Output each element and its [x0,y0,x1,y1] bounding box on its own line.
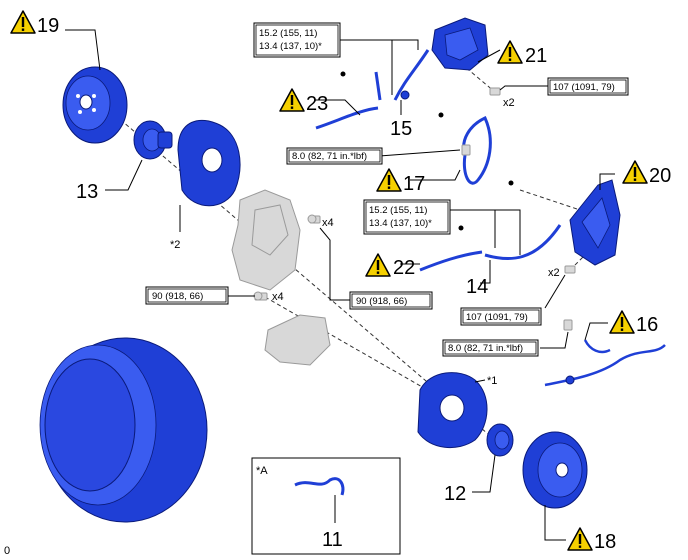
brake-caliper-21-icon [431,17,489,71]
brake-disc-19-icon [62,66,128,144]
ref-dot [340,71,346,77]
torque-box-14: 15.2 (155, 11) 13.4 (137, 10)* [363,199,451,235]
speed-sensor-16-icon [544,339,666,387]
qty-x2-upper: x2 [503,97,515,109]
torque-box-17: 8.0 (82, 71 in.*lbf) [286,147,383,165]
svg-text:13.4 (137, 10)*: 13.4 (137, 10)* [369,218,432,229]
warning-icon [365,253,391,277]
svg-text:15.2 (155, 11): 15.2 (155, 11) [259,28,317,39]
tire-icon [39,337,208,523]
lower-knuckle-icon [264,314,331,366]
caliper-axis-right [519,189,581,211]
torque-box-15: 15.2 (155, 11) 13.4 (137, 10)* [253,22,341,58]
ref-dot [458,225,464,231]
svg-text:8.0 (82, 71 in.*lbf): 8.0 (82, 71 in.*lbf) [292,151,367,162]
dust-cover-1-icon [417,372,488,449]
callout-13: 13 [76,181,98,203]
warning-icon [497,40,523,64]
warning-icon [567,527,593,551]
bolt-16-icon [563,319,573,331]
torque-box-21: 107 (1091, 79) [547,77,629,96]
svg-text:107 (1091, 79): 107 (1091, 79) [466,312,528,323]
callout-18: 18 [594,531,616,553]
brake-caliper-20-icon [569,179,621,266]
callout-14: 14 [466,276,488,298]
axle-hub-13-icon [133,120,173,160]
svg-text:90 (918, 66): 90 (918, 66) [152,291,203,302]
bolt-upper-icon [307,214,321,224]
callout-2: *2 [170,239,180,251]
callout-19: 19 [37,15,59,37]
ref-dot [508,180,514,186]
warning-icon [376,168,402,192]
callout-21: 21 [525,45,547,67]
svg-text:107 (1091, 79): 107 (1091, 79) [553,82,615,93]
svg-text:15.2 (155, 11): 15.2 (155, 11) [369,205,427,216]
torque-box-mid-90: 90 (918, 66) [349,291,433,310]
callout-17: 17 [403,173,425,195]
qty-x4-lower: x4 [272,291,284,303]
flexible-hose-15-icon [393,49,430,101]
inset-box-a [251,457,401,555]
callout-20: 20 [649,165,671,187]
callout-1: *1 [487,375,497,387]
bolt-21-icon [489,87,501,96]
callout-15: 15 [390,118,412,140]
brake-disc-18-icon [522,431,588,509]
axle-hub-12-icon [486,423,514,457]
bracket-11-icon [294,477,345,496]
speed-sensor-17-icon [462,115,492,185]
bolt-20-icon [564,265,576,274]
torque-box-left-90: 90 (918, 66) [145,286,229,305]
ref-dot [438,112,444,118]
svg-text:8.0 (82, 71 in.*lbf): 8.0 (82, 71 in.*lbf) [448,343,523,354]
callout-16: 16 [636,314,658,336]
warning-icon [609,310,635,334]
bolt-17-icon [461,144,471,156]
brake-line-23-icon [315,71,382,130]
warning-icon [10,10,36,34]
corner-mark: 0 [4,545,10,557]
qty-x2-lower: x2 [548,267,560,279]
callout-a: *A [256,465,268,477]
dust-cover-2-icon [177,119,241,207]
torque-box-16: 8.0 (82, 71 in.*lbf) [442,339,539,357]
callout-12: 12 [444,483,466,505]
callout-22: 22 [393,257,415,279]
flexible-hose-14-icon [484,224,562,261]
callout-23: 23 [306,93,328,115]
bolt-left-icon [253,291,268,301]
callout-11: 11 [322,529,343,551]
warning-icon [622,160,648,184]
svg-text:13.4 (137, 10)*: 13.4 (137, 10)* [259,41,322,52]
qty-x4-upper: x4 [322,217,334,229]
steering-knuckle-icon [231,189,301,291]
brake-line-22-icon [419,250,483,272]
warning-icon [279,88,305,112]
torque-box-20: 107 (1091, 79) [460,307,542,326]
svg-text:90 (918, 66): 90 (918, 66) [356,296,407,307]
